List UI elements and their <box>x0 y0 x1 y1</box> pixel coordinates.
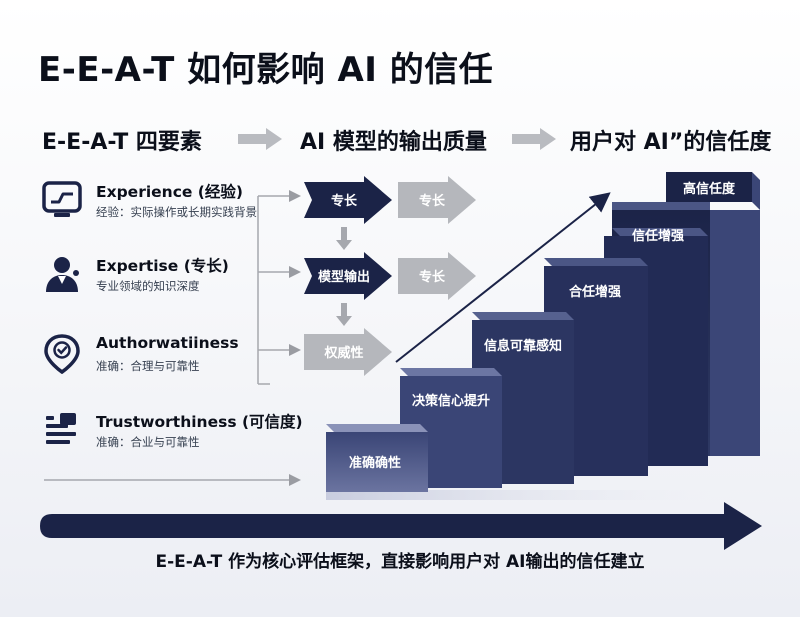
flow-node-label: 专长 <box>331 193 358 209</box>
stair-step: 准确确性 <box>326 424 428 492</box>
header-arrow-icon <box>512 128 556 150</box>
column-header-factors: E-E-A-T 四要素 <box>42 130 202 155</box>
factor-name: Authorwatiiness <box>96 334 239 352</box>
stair-label: 高信任度 <box>683 181 736 197</box>
factor-name: Trustworthiness (可信度) <box>96 413 303 431</box>
page-title: E-E-A-T 如何影响 AI 的信任 <box>38 50 494 90</box>
flow-node-label: 模型输出 <box>318 269 370 285</box>
flow-node-dark: 专长 <box>304 176 392 224</box>
trend-arrow <box>395 192 611 363</box>
factor-expertise: Expertise (专长) 专业领域的知识深度 <box>42 254 292 304</box>
factor-desc: 准确：合理与可靠性 <box>96 359 200 373</box>
factor-name: Experience (经验) <box>96 183 243 201</box>
down-arrow-icon <box>336 227 352 250</box>
column-header-trust: 用户对 AI”的信任度 <box>570 130 772 155</box>
flow-node-label: 权威性 <box>323 345 363 361</box>
factor-trustworthiness: Trustworthiness (可信度) 准确：合业与可靠性 <box>42 410 303 460</box>
flow-node-label: 专长 <box>419 269 446 285</box>
stair-label: 信任增强 <box>632 228 684 244</box>
stair-label: 决策信心提升 <box>412 393 490 409</box>
factor-desc: 准确：合业与可靠性 <box>96 435 200 449</box>
factor-name: Expertise (专长) <box>96 257 229 275</box>
stairs-shadow <box>326 490 800 500</box>
flow-node-light: 权威性 <box>304 328 392 376</box>
factor-desc: 经验：实际操作或长期实践背景 <box>96 205 257 219</box>
flow-node-light: 专长 <box>398 176 476 224</box>
document-list-icon <box>46 413 76 444</box>
factor-authoritativeness: Authorwatiiness 准确：合理与可靠性 <box>42 334 292 384</box>
flow-node-light: 专长 <box>398 252 476 300</box>
stair-label: 信息可靠感知 <box>484 338 562 354</box>
expert-person-icon <box>46 257 79 292</box>
factor-experience: Experience (经验) 经验：实际操作或长期实践背景 <box>42 180 292 230</box>
down-arrow-icon <box>336 303 352 326</box>
flow-node-dark: 模型输出 <box>304 252 392 300</box>
trust-stairs: 高信任度 信任增强 合任增强 信息可靠感知 决策信心提升 <box>326 172 760 492</box>
factor-bracket <box>44 190 301 486</box>
timeline-arrow <box>40 502 762 550</box>
column-header-quality: AI 模型的输出质量 <box>300 130 487 155</box>
stair-label: 合任增强 <box>569 284 621 300</box>
monitor-icon <box>42 181 82 217</box>
location-badge-icon <box>44 334 80 374</box>
header-arrow-icon <box>238 128 282 150</box>
factor-desc: 专业领域的知识深度 <box>96 279 200 293</box>
flow-node-label: 专长 <box>419 193 446 209</box>
bottom-caption: E-E-A-T 作为核心评估框架，直接影响用户对 AI输出的信任建立 <box>155 552 645 572</box>
stair-label: 准确确性 <box>349 455 401 471</box>
